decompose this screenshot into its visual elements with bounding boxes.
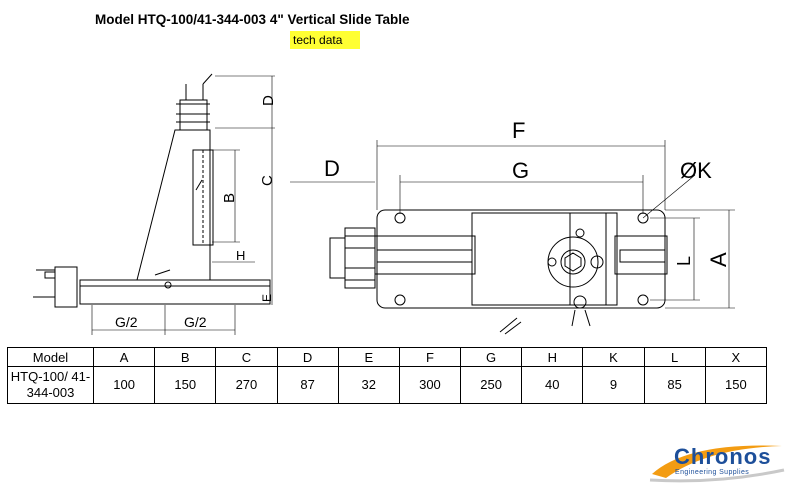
spindle-left <box>54 266 78 308</box>
cell-d: 87 <box>276 366 339 404</box>
cell-c: 270 <box>215 366 278 404</box>
table-body <box>376 209 666 309</box>
specs-header-row: Model A B C D E F G H K L X <box>7 347 768 367</box>
specs-table: Model A B C D E F G H K L X HTQ-100/ 41-… <box>7 347 768 404</box>
dim-label-d-side: D <box>260 95 277 106</box>
col-header-f: F <box>398 347 462 367</box>
cell-f: 300 <box>398 366 462 404</box>
dim-label-c: C <box>259 175 276 186</box>
dim-label-b: B <box>221 193 238 203</box>
column <box>136 129 211 281</box>
tech-data-badge[interactable]: tech data <box>290 31 360 49</box>
cell-a: 100 <box>92 366 156 404</box>
chronos-logo[interactable]: Chronos Engineering Supplies <box>648 440 786 484</box>
base-plate <box>79 279 271 305</box>
dim-label-g: G <box>512 158 529 183</box>
cell-l: 85 <box>643 366 706 404</box>
spindle-top-view <box>344 227 376 289</box>
dim-label-a: A <box>706 252 731 267</box>
col-header-k: K <box>582 347 645 367</box>
dim-label-g-half-right: G/2 <box>184 314 207 330</box>
table-row: HTQ-100/ 41-344-003 100 150 270 87 32 30… <box>7 366 768 404</box>
page-title: Model HTQ-100/41-344-003 4" Vertical Sli… <box>95 12 410 27</box>
dim-label-g-half-left: G/2 <box>115 314 138 330</box>
cell-model: HTQ-100/ 41-344-003 <box>7 366 94 404</box>
col-header-e: E <box>337 347 400 367</box>
logo-name: Chronos <box>674 444 772 469</box>
spindle-top <box>179 99 208 131</box>
col-header-c: C <box>215 347 278 367</box>
cell-x: 150 <box>704 366 768 404</box>
dim-label-d-top: D <box>324 156 340 181</box>
top-view <box>290 140 735 335</box>
col-header-d: D <box>276 347 339 367</box>
logo-swoosh-icon <box>649 445 785 483</box>
col-header-model: Model <box>7 347 94 367</box>
dim-label-h: H <box>236 248 245 263</box>
cell-b: 150 <box>154 366 217 404</box>
logo-tagline: Engineering Supplies <box>675 469 750 476</box>
col-header-g: G <box>460 347 523 367</box>
col-header-a: A <box>92 347 156 367</box>
dim-label-k: ØK <box>680 158 712 183</box>
cell-h: 40 <box>521 366 584 404</box>
col-header-b: B <box>154 347 217 367</box>
cell-e: 32 <box>337 366 400 404</box>
col-header-x: X <box>704 347 768 367</box>
col-header-h: H <box>521 347 584 367</box>
dim-label-e: E <box>260 294 274 302</box>
side-view <box>33 73 275 335</box>
col-header-l: L <box>643 347 706 367</box>
cell-k: 9 <box>582 366 645 404</box>
cell-g: 250 <box>460 366 523 404</box>
dim-label-f: F <box>512 118 525 143</box>
dim-label-l: L <box>674 256 694 266</box>
